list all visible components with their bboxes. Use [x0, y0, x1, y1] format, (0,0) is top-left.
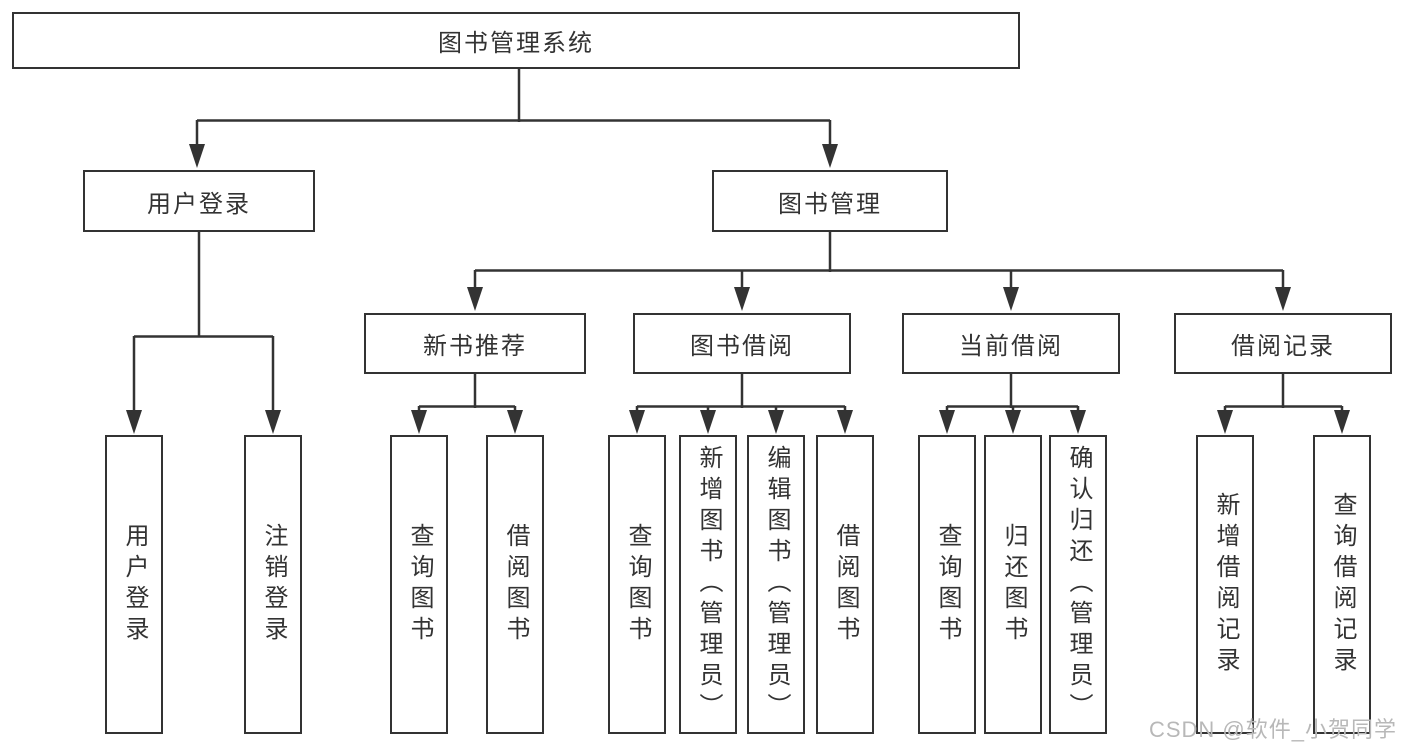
arrow-down-icon: [1005, 410, 1021, 434]
leaf-label: 归还图书: [1000, 522, 1027, 647]
leaf-records-add-record: 新增借阅记录: [1196, 435, 1254, 734]
arrow-down-icon: [1003, 287, 1019, 311]
leaf-label: 确认归还（管理员）: [1065, 445, 1092, 724]
arrow-down-icon: [768, 410, 784, 434]
leaf-borrowing-edit-books-admin: 编辑图书（管理员）: [747, 435, 805, 734]
node-root: 图书管理系统: [12, 12, 1020, 69]
node-user-login: 用户登录: [83, 170, 315, 232]
leaf-current-return-books: 归还图书: [984, 435, 1042, 734]
arrow-down-icon: [629, 410, 645, 434]
leaf-borrowing-add-books-admin: 新增图书（管理员）: [679, 435, 737, 734]
leaf-label: 查询图书: [934, 522, 961, 647]
leaf-label: 新增借阅记录: [1212, 491, 1239, 678]
arrow-down-icon: [1334, 410, 1350, 434]
connector-login-to-leaves: [132, 232, 275, 416]
leaf-label: 编辑图书（管理员）: [763, 445, 790, 724]
leaf-label: 借阅图书: [832, 522, 859, 647]
leaf-label: 注销登录: [260, 522, 287, 647]
arrow-down-icon: [411, 410, 427, 434]
node-book-borrowing: 图书借阅: [633, 313, 851, 374]
arrow-down-icon: [1217, 410, 1233, 434]
arrow-down-icon: [734, 287, 750, 311]
leaf-login-logout: 注销登录: [244, 435, 302, 734]
node-borrowing-records: 借阅记录: [1174, 313, 1392, 374]
node-root-label: 图书管理系统: [438, 30, 594, 57]
leaf-borrowing-query-books: 查询图书: [608, 435, 666, 734]
arrow-down-icon: [467, 287, 483, 311]
csdn-watermark: CSDN @软件_小贺同学: [1148, 717, 1397, 742]
node-new-book-recommendation-label: 新书推荐: [423, 333, 527, 360]
arrow-down-icon: [189, 144, 205, 168]
node-new-book-recommendation: 新书推荐: [364, 313, 586, 374]
node-current-borrowing: 当前借阅: [902, 313, 1120, 374]
node-book-borrowing-label: 图书借阅: [690, 333, 794, 360]
leaf-label: 用户登录: [121, 522, 148, 647]
leaf-current-confirm-return-admin: 确认归还（管理员）: [1049, 435, 1107, 734]
node-book-management: 图书管理: [712, 170, 948, 232]
arrow-down-icon: [700, 410, 716, 434]
connector-borrowing-to-leaves: [635, 374, 847, 416]
arrow-down-icon: [837, 410, 853, 434]
node-borrowing-records-label: 借阅记录: [1231, 333, 1335, 360]
arrow-down-icon: [939, 410, 955, 434]
connector-root-to-level2: [195, 69, 832, 148]
leaf-borrowing-borrow-books: 借阅图书: [816, 435, 874, 734]
leaf-label: 查询借阅记录: [1329, 491, 1356, 678]
leaf-login-user-login: 用户登录: [105, 435, 163, 734]
leaf-label: 借阅图书: [502, 522, 529, 647]
leaf-current-query-books: 查询图书: [918, 435, 976, 734]
arrow-down-icon: [1070, 410, 1086, 434]
connector-records-to-leaves: [1223, 374, 1344, 416]
arrow-down-icon: [126, 410, 142, 434]
node-user-login-label: 用户登录: [147, 190, 251, 218]
connector-newbook-to-leaves: [417, 374, 517, 416]
arrow-down-icon: [265, 410, 281, 434]
arrow-down-icon: [822, 144, 838, 168]
connector-current-to-leaves: [945, 374, 1080, 416]
leaf-label: 查询图书: [624, 522, 651, 647]
leaf-records-query-record: 查询借阅记录: [1313, 435, 1371, 734]
node-current-borrowing-label: 当前借阅: [959, 333, 1063, 360]
leaf-label: 查询图书: [406, 522, 433, 647]
arrow-down-icon: [1275, 287, 1291, 311]
arrow-down-icon: [507, 410, 523, 434]
leaf-newbook-borrow-books: 借阅图书: [486, 435, 544, 734]
node-book-management-label: 图书管理: [778, 190, 882, 218]
connector-mgmt-to-level3: [473, 232, 1285, 292]
leaf-newbook-query-books: 查询图书: [390, 435, 448, 734]
leaf-label: 新增图书（管理员）: [695, 445, 722, 724]
